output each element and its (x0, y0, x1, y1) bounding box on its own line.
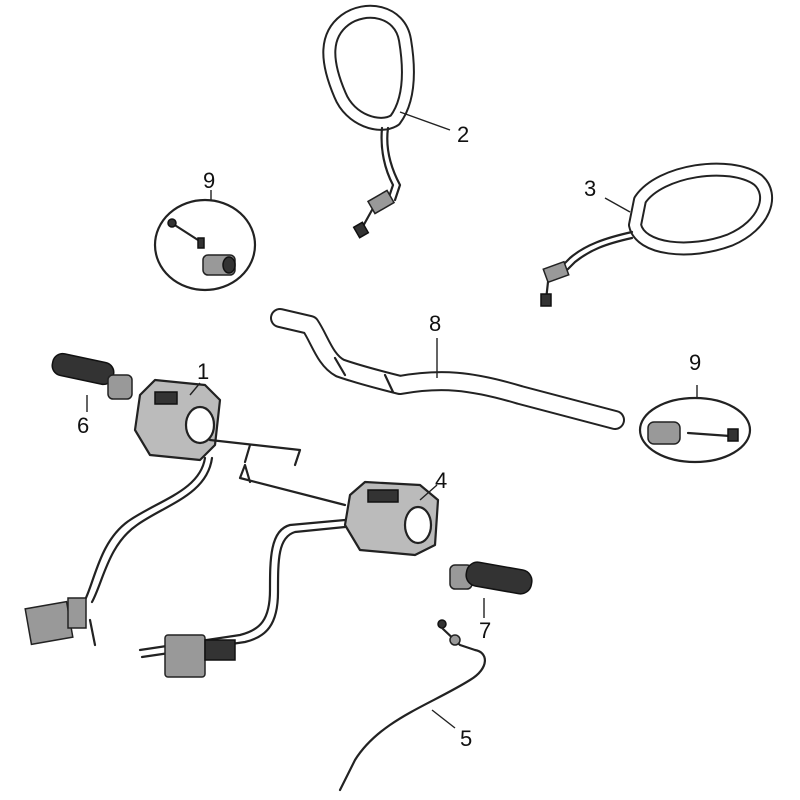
leader-3 (604, 197, 631, 213)
callout-3: 3 (584, 176, 596, 201)
throttle-cable[interactable] (338, 619, 486, 792)
callout-7: 7 (479, 618, 491, 643)
right-mirror[interactable] (540, 162, 774, 307)
callout-9-right: 9 (689, 350, 701, 375)
callout-8: 8 (429, 311, 441, 336)
handlebar[interactable] (270, 308, 625, 430)
leader-1 (189, 382, 201, 396)
callout-9-left: 9 (203, 168, 215, 193)
left-switch-housing[interactable] (24, 378, 302, 647)
leader-5 (431, 709, 456, 729)
callout-2: 2 (457, 122, 469, 147)
left-mirror[interactable] (322, 4, 415, 239)
callout-6: 6 (77, 413, 89, 438)
callout-1: 1 (197, 359, 209, 384)
right-grip[interactable] (449, 560, 534, 595)
bar-end-weight-left[interactable] (153, 198, 257, 292)
left-grip[interactable] (50, 352, 133, 400)
callout-5: 5 (460, 726, 472, 751)
bar-end-weight-right[interactable] (638, 396, 752, 464)
leader-2 (399, 111, 451, 131)
callout-4: 4 (435, 468, 447, 493)
right-switch-housing[interactable] (138, 463, 440, 678)
leader-4 (419, 484, 438, 501)
